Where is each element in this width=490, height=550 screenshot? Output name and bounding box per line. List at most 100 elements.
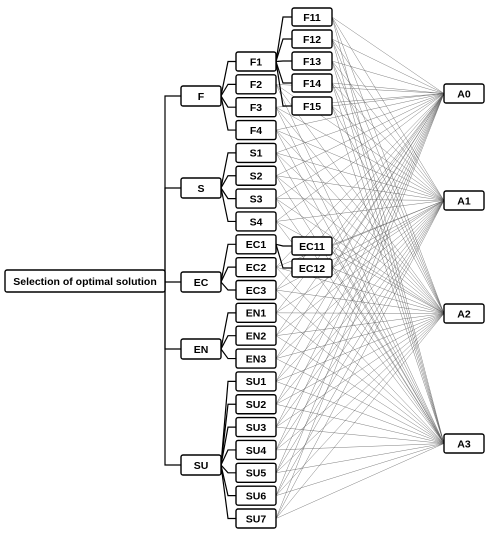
criterion-node-su-box xyxy=(180,454,222,476)
subcriterion-node-su6-label: SU6 xyxy=(246,490,267,502)
subcriterion-node-su7: SU7 xyxy=(235,508,277,529)
subcriterion-node-f1-box xyxy=(235,51,277,72)
criterion-node-ec-label: EC xyxy=(194,277,209,289)
alternative-node-a2-label: A2 xyxy=(457,308,471,320)
alternative-node-a3: A3 xyxy=(443,433,485,454)
subcriterion-node-en3-box xyxy=(235,348,277,369)
subcriterion-node-ec3: EC3 xyxy=(235,279,277,301)
subcriterion-node-s2: S2 xyxy=(235,165,277,186)
subcriterion-node-s1-label: S1 xyxy=(250,148,263,160)
subcriterion-node-f1: F1 xyxy=(235,51,277,72)
criterion-node-s-box xyxy=(180,177,222,199)
subcriterion-node-su2-box xyxy=(235,394,277,415)
subcriterion-node-s4-box xyxy=(235,211,277,232)
subcriterion-node-f4: F4 xyxy=(235,119,277,141)
subcriterion-node-f3-box xyxy=(235,96,277,118)
subcriterion-node-ec1-box xyxy=(235,234,277,255)
subcriterion-node-f4-label: F4 xyxy=(250,125,262,137)
subcriterion-node-su4-label: SU4 xyxy=(246,445,267,457)
subcriterion-node-s2-box xyxy=(235,165,277,186)
criterion-en-connectors xyxy=(220,312,236,360)
criterion-node-en-label: EN xyxy=(194,344,209,356)
subcriterion-node-s1-box xyxy=(235,142,277,164)
subsubcriterion-node-f14-label: F14 xyxy=(303,78,321,90)
subsubcriterion-node-f14: F14 xyxy=(291,73,333,93)
subsubcriterion-node-f11: F11 xyxy=(291,7,333,27)
hierarchy-tree-lines xyxy=(164,16,292,520)
subcriterion-node-s4: S4 xyxy=(235,211,277,232)
subsubcriterion-node-f15-label: F15 xyxy=(303,101,321,113)
subcriterion-node-ec2-box xyxy=(235,256,277,278)
alternative-node-a0-box xyxy=(443,83,485,104)
subcriterion-node-ec1: EC1 xyxy=(235,234,277,255)
subsubcriterion-node-f14-box xyxy=(291,73,333,93)
subcriterion-ec1-connectors xyxy=(275,243,292,269)
subcriterion-node-en2-label: EN2 xyxy=(246,331,267,343)
subcriterion-node-su5-label: SU5 xyxy=(246,468,267,480)
subcriterion-node-su6: SU6 xyxy=(235,485,277,506)
subcriterion-node-su1-box xyxy=(235,371,277,392)
criterion-node-f: F xyxy=(180,85,222,107)
subsubcriterion-node-ec11-box xyxy=(291,236,333,256)
subsubcriterion-node-ec11: EC11 xyxy=(291,236,333,256)
subsubcriterion-node-f12: F12 xyxy=(291,29,333,49)
criterion-node-su-label: SU xyxy=(194,460,209,472)
alternative-node-a2-box xyxy=(443,303,485,324)
subcriterion-node-en1: EN1 xyxy=(235,302,277,324)
subcriterion-node-en1-box xyxy=(235,302,277,324)
criterion-node-s-label: S xyxy=(197,183,204,195)
alternative-node-a1-label: A1 xyxy=(457,195,471,207)
subcriterion-node-en3: EN3 xyxy=(235,348,277,369)
subcriterion-node-su3-box xyxy=(235,416,277,438)
subcriterion-node-en3-label: EN3 xyxy=(246,353,267,365)
subcriterion-node-su5: SU5 xyxy=(235,462,277,483)
criterion-node-ec-box xyxy=(180,271,222,293)
subcriterion-node-su2-label: SU2 xyxy=(246,399,267,411)
alternative-node-a3-box xyxy=(443,433,485,454)
subcriterion-node-su3-label: SU3 xyxy=(246,422,267,434)
subcriterion-node-su1: SU1 xyxy=(235,371,277,392)
subcriterion-node-ec1-label: EC1 xyxy=(246,239,267,251)
alternative-node-a0: A0 xyxy=(443,83,485,104)
criterion-node-su: SU xyxy=(180,454,222,476)
subcriterion-node-s1: S1 xyxy=(235,142,277,164)
alternative-node-a0-label: A0 xyxy=(457,88,471,100)
subsubcriterion-node-ec12-label: EC12 xyxy=(299,263,325,275)
subsubcriterion-node-f12-box xyxy=(291,29,333,49)
subsubcriterion-node-f11-box xyxy=(291,7,333,27)
subsubcriterion-node-f15: F15 xyxy=(291,96,333,116)
criterion-ec-connectors xyxy=(220,243,236,291)
subcriterion-f1-connectors xyxy=(275,16,292,107)
subcriterion-node-ec2: EC2 xyxy=(235,256,277,278)
hierarchy-nodes: Selection of optimal solutionFSECENSUF1F… xyxy=(4,7,485,529)
subcriterion-node-s2-label: S2 xyxy=(250,171,263,183)
criterion-s-connectors xyxy=(220,152,236,223)
alternative-node-a3-label: A3 xyxy=(457,438,471,450)
subcriterion-node-su3: SU3 xyxy=(235,416,277,438)
subcriterion-node-su2: SU2 xyxy=(235,394,277,415)
alternative-connection-lines xyxy=(275,16,445,519)
subcriterion-node-su6-box xyxy=(235,485,277,506)
subcriterion-node-su7-box xyxy=(235,508,277,529)
criterion-node-en: EN xyxy=(180,338,222,360)
subcriterion-node-f2: F2 xyxy=(235,74,277,95)
subcriterion-node-f1-label: F1 xyxy=(250,56,262,68)
subcriterion-node-en2-box xyxy=(235,325,277,346)
subcriterion-node-su4: SU4 xyxy=(235,439,277,461)
subcriterion-node-ec3-label: EC3 xyxy=(246,285,267,297)
criterion-f-connectors xyxy=(220,60,236,131)
subcriterion-node-su7-label: SU7 xyxy=(246,513,267,525)
criterion-node-f-box xyxy=(180,85,222,107)
subcriterion-node-ec2-label: EC2 xyxy=(246,262,267,274)
subcriterion-node-f2-label: F2 xyxy=(250,79,262,91)
goal-node: Selection of optimal solution xyxy=(4,269,166,293)
subcriterion-node-f4-box xyxy=(235,119,277,141)
subsubcriterion-node-f11-label: F11 xyxy=(303,12,321,24)
goal-to-criteria-connectors xyxy=(164,95,181,466)
goal-node-label: Selection of optimal solution xyxy=(13,276,157,288)
subcriterion-node-s3: S3 xyxy=(235,188,277,209)
criterion-node-s: S xyxy=(180,177,222,199)
subsubcriterion-node-f15-box xyxy=(291,96,333,116)
subsubcriterion-node-ec11-label: EC11 xyxy=(299,241,325,253)
